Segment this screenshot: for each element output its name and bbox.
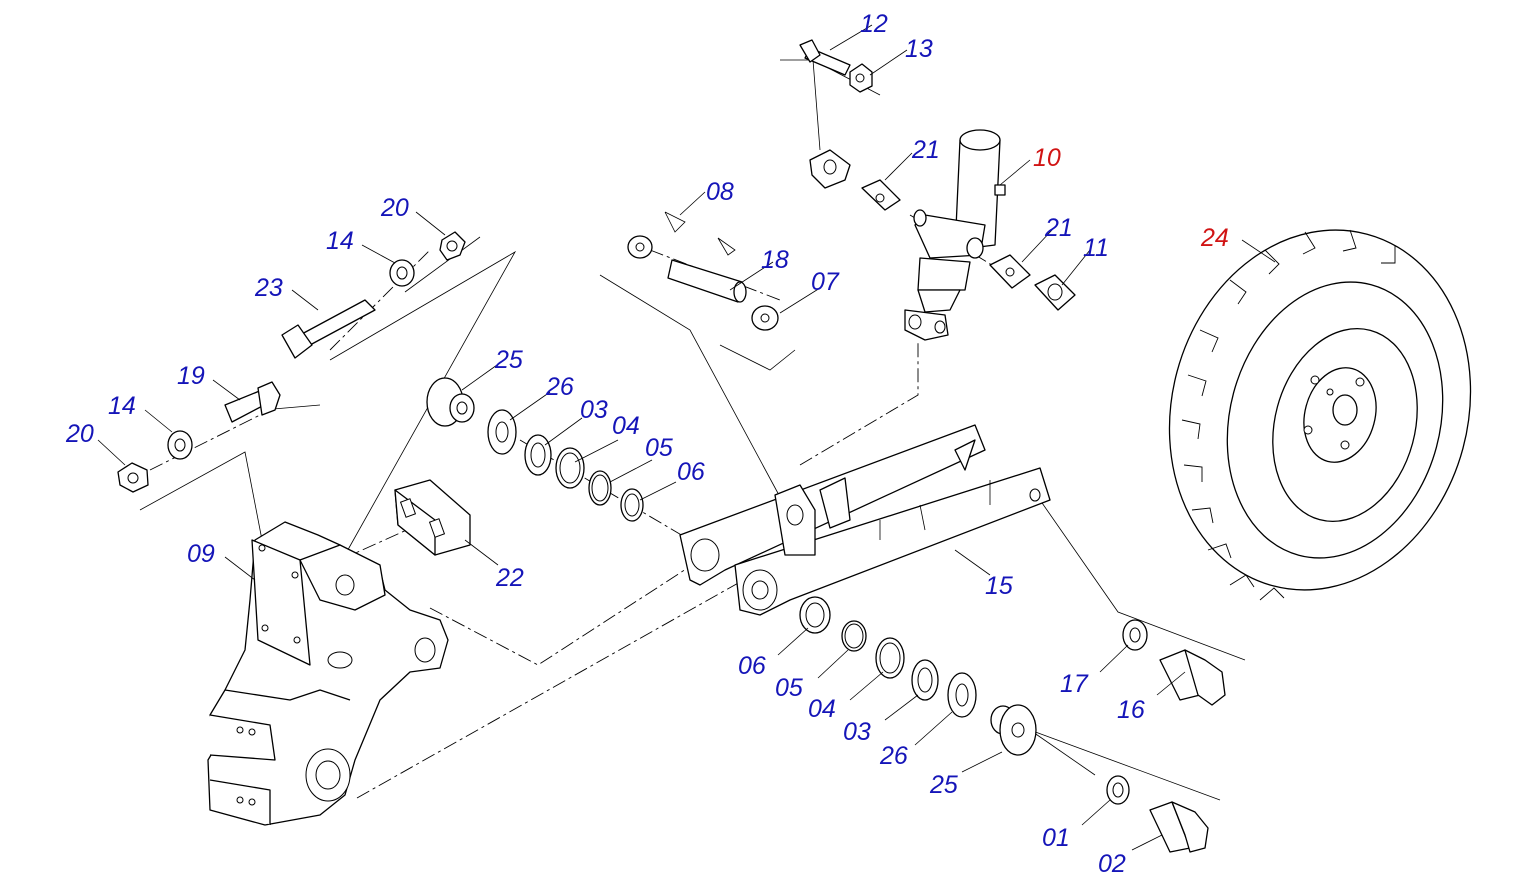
part-label-05: 05 bbox=[775, 674, 803, 702]
pin-18 bbox=[627, 211, 779, 331]
part-label-07: 07 bbox=[811, 268, 840, 296]
bolt-02 bbox=[1106, 775, 1209, 853]
frame-09 bbox=[207, 521, 449, 826]
part-label-08: 08 bbox=[706, 178, 734, 206]
part-label-04: 04 bbox=[808, 695, 836, 723]
part-label-03: 03 bbox=[580, 396, 608, 424]
part-label-01: 01 bbox=[1042, 824, 1070, 852]
part-label-12: 12 bbox=[860, 10, 888, 38]
part-label-22: 22 bbox=[495, 564, 524, 592]
part-label-23: 23 bbox=[254, 274, 283, 302]
part-label-05: 05 bbox=[645, 434, 673, 462]
bolt-19 bbox=[117, 381, 281, 493]
part-label-19: 19 bbox=[177, 362, 205, 390]
part-label-16: 16 bbox=[1117, 696, 1145, 724]
part-label-25: 25 bbox=[929, 771, 958, 799]
part-label-21: 21 bbox=[911, 136, 940, 164]
upper-hub-stack bbox=[426, 377, 644, 522]
part-label-04: 04 bbox=[612, 412, 640, 440]
part-label-11: 11 bbox=[1083, 234, 1109, 262]
part-label-20: 20 bbox=[65, 420, 94, 448]
bolt-23 bbox=[281, 231, 466, 359]
part-label-03: 03 bbox=[843, 718, 871, 746]
part-label-06: 06 bbox=[677, 458, 705, 486]
part-label-17: 17 bbox=[1060, 670, 1089, 698]
cylinder-10 bbox=[799, 39, 1076, 341]
part-label-25: 25 bbox=[494, 346, 523, 374]
part-label-09: 09 bbox=[187, 540, 215, 568]
part-label-26: 26 bbox=[545, 373, 574, 401]
part-label-21: 21 bbox=[1044, 214, 1073, 242]
wheel-24 bbox=[1168, 229, 1472, 601]
swing-arm-15 bbox=[679, 424, 1051, 616]
part-label-26: 26 bbox=[879, 742, 908, 770]
part-label-13: 13 bbox=[905, 35, 933, 63]
part-label-24: 24 bbox=[1200, 224, 1229, 252]
part-label-20: 20 bbox=[380, 194, 409, 222]
part-label-02: 02 bbox=[1098, 850, 1126, 878]
part-label-06: 06 bbox=[738, 652, 766, 680]
part-label-10: 10 bbox=[1033, 144, 1061, 172]
block-22 bbox=[394, 479, 471, 556]
part-label-15: 15 bbox=[985, 572, 1013, 600]
part-label-14: 14 bbox=[108, 392, 136, 420]
lower-hub-stack bbox=[799, 596, 1037, 756]
part-label-18: 18 bbox=[761, 246, 789, 274]
label-leaders bbox=[97, 24, 1276, 851]
part-label-14: 14 bbox=[326, 227, 354, 255]
bolt-16 bbox=[1122, 619, 1226, 706]
